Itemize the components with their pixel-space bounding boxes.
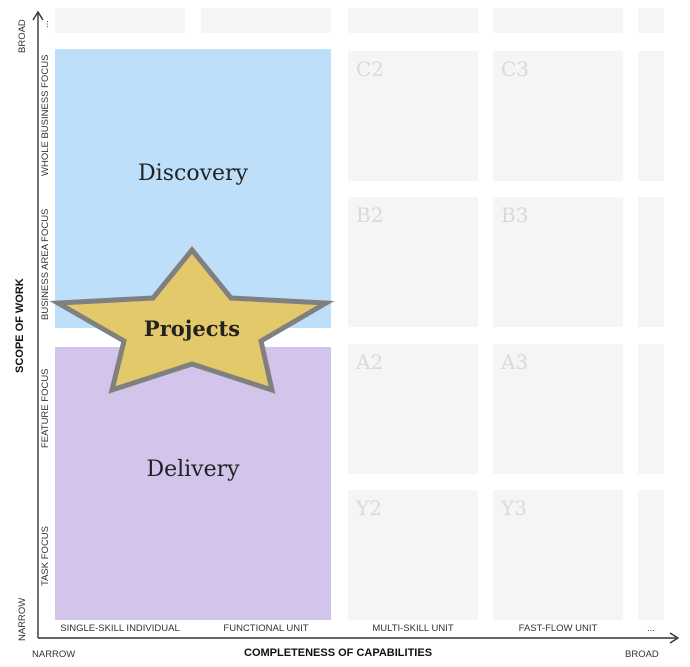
projects-label: Projects (143, 316, 241, 341)
y-axis-title: SCOPE OF WORK (14, 278, 26, 373)
grid-cell (638, 344, 664, 474)
x-axis-title: COMPLETENESS OF CAPABILITIES (244, 647, 433, 659)
x-axis-arrowhead (669, 632, 680, 644)
cell-label-a3: A3 (501, 350, 529, 374)
delivery-region: Delivery (55, 347, 331, 620)
cell-label-b3: B3 (501, 203, 529, 227)
cell-label-b2: B2 (356, 203, 384, 227)
grid-cell (55, 8, 185, 33)
cell-a2: A2 (348, 344, 478, 474)
cell-b3: B3 (493, 197, 623, 327)
column-label-fast-flow-unit: FAST-FLOW UNIT (518, 623, 598, 634)
row-label-task-focus: TASK FOCUS (40, 526, 51, 586)
projects-star-shape (49, 246, 335, 394)
cell-b2: B2 (348, 197, 478, 327)
cell-c2: C2 (348, 51, 478, 181)
grid-cell (348, 8, 478, 33)
x-axis-end-label: BROAD (625, 649, 659, 660)
discovery-label: Discovery (138, 161, 248, 186)
x-axis-start-label: NARROW (32, 649, 76, 660)
row-label-feature-focus: FEATURE FOCUS (40, 368, 51, 448)
row-label-more: ... (40, 20, 51, 28)
grid-cell (638, 51, 664, 181)
cell-label-c3: C3 (501, 57, 530, 81)
delivery-label: Delivery (146, 457, 240, 482)
cell-label-y3: Y3 (501, 496, 527, 520)
grid-cell (201, 8, 331, 33)
grid-cell (493, 8, 623, 33)
cell-label-c2: C2 (356, 57, 385, 81)
y-axis-start-label: NARROW (17, 597, 28, 641)
column-label-multi-skill-unit: MULTI-SKILL UNIT (372, 623, 454, 634)
grid-cell (638, 490, 664, 620)
cell-label-a2: A2 (356, 350, 384, 374)
row-label-whole-business-focus: WHOLE BUSINESS FOCUS (40, 54, 51, 176)
grid-cell (638, 8, 664, 33)
cell-a3: A3 (493, 344, 623, 474)
y-axis-end-label: BROAD (17, 19, 28, 53)
cell-y3: Y3 (493, 490, 623, 620)
column-label-more: ... (647, 623, 655, 634)
cell-y2: Y2 (348, 490, 478, 620)
y-axis-arrowhead (32, 10, 44, 21)
row-label-business-area-focus: BUSINESS AREA FOCUS (40, 208, 51, 320)
column-label-single-skill: SINGLE-SKILL INDIVIDUAL (60, 623, 180, 634)
grid-cell (638, 197, 664, 327)
column-label-functional-unit: FUNCTIONAL UNIT (223, 623, 309, 634)
cell-c3: C3 (493, 51, 623, 181)
cell-label-y2: Y2 (356, 496, 382, 520)
